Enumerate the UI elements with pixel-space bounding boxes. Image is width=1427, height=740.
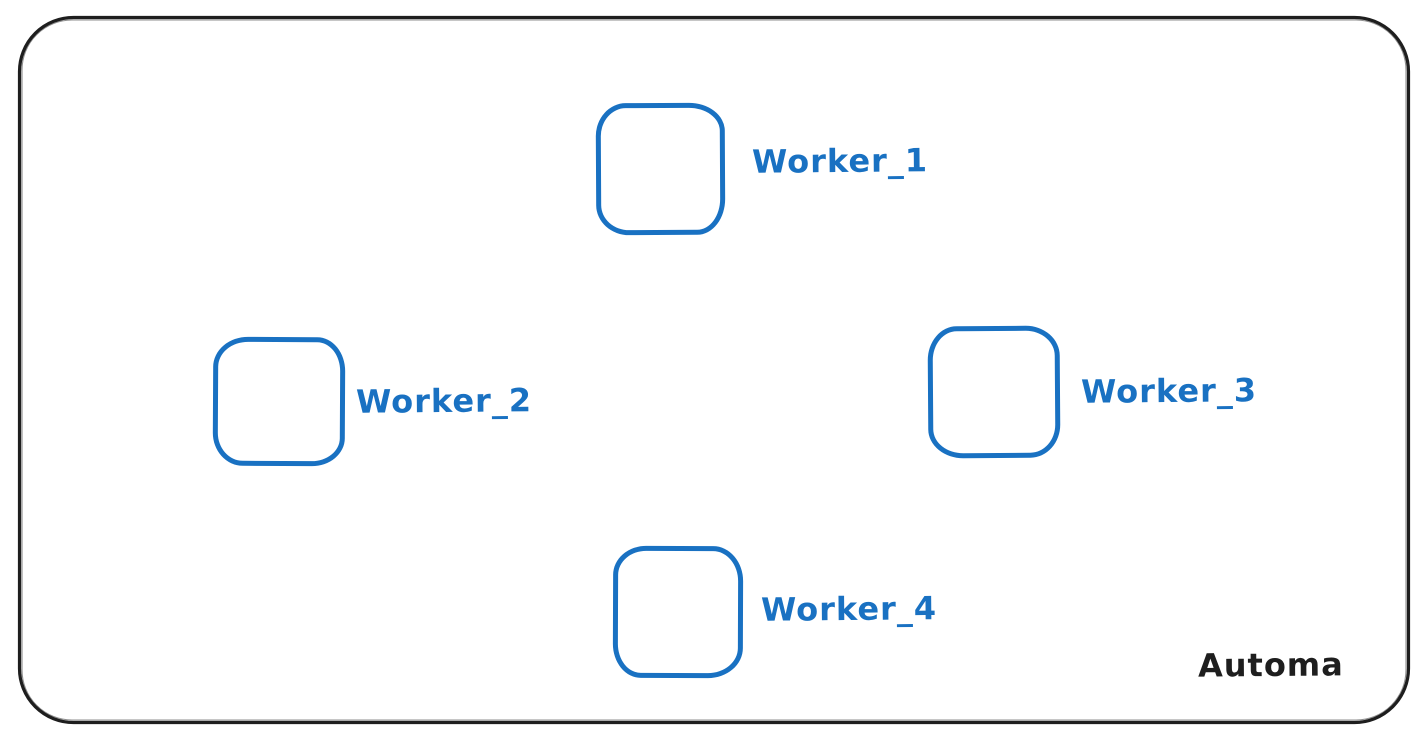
frame-border <box>17 15 1411 725</box>
worker-3-shape <box>927 325 1061 459</box>
frame-border-sketch-line <box>21 19 1407 721</box>
worker-1-shape <box>595 102 726 236</box>
worker-4-shape <box>612 545 744 679</box>
worker-3-label: Worker_3 <box>1080 371 1258 411</box>
worker-2-label: Worker_2 <box>355 381 533 421</box>
worker-1-label: Worker_1 <box>751 141 929 181</box>
worker-2-shape <box>212 336 346 467</box>
worker-4-label: Worker_4 <box>760 589 938 629</box>
watermark-label: Automa <box>1197 645 1344 685</box>
